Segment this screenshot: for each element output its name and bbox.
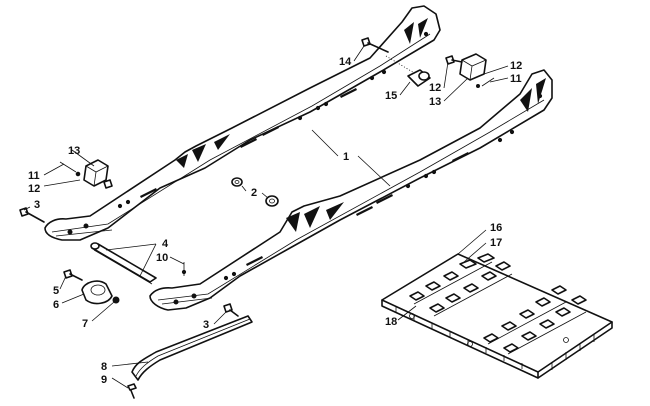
leader-lines (23, 45, 509, 389)
callout-11-left: 11 (28, 170, 40, 182)
callout-4: 4 (162, 238, 169, 250)
callout-9: 9 (101, 374, 107, 386)
callout-13-right: 13 (429, 96, 441, 108)
callout-13-left: 13 (68, 145, 80, 157)
small-bolt (181, 262, 187, 276)
stopper-block-left (59, 159, 113, 189)
bolt (19, 207, 239, 317)
callout-8: 8 (101, 361, 107, 373)
callout-10: 10 (156, 252, 168, 264)
left-slide-rail (44, 5, 441, 241)
callout-11-right: 11 (510, 73, 522, 85)
callout-5: 5 (53, 285, 59, 297)
stopper-block-right (445, 53, 495, 88)
callout-14: 14 (339, 56, 352, 68)
callout-15: 15 (385, 90, 397, 102)
callout-3-right: 3 (203, 319, 209, 331)
bumper-hub (63, 269, 120, 305)
callout-3-left: 3 (34, 199, 40, 211)
callout-6: 6 (53, 299, 59, 311)
callout-16: 16 (490, 222, 502, 234)
spacer-bar (90, 242, 157, 285)
callout-labels: 1 2 3 3 4 5 6 7 8 9 10 11 11 12 12 12 13… (28, 56, 522, 386)
bushing (407, 69, 431, 87)
callout-17: 17 (490, 237, 502, 249)
callout-12-right: 12 (510, 60, 522, 72)
callout-18: 18 (385, 316, 397, 328)
wear-strip (127, 315, 253, 399)
washer (231, 177, 279, 207)
callout-12-center: 12 (429, 82, 441, 94)
track-section (381, 253, 613, 379)
right-slide-rail (149, 69, 553, 311)
callout-2: 2 (251, 187, 257, 199)
callout-7: 7 (82, 318, 88, 330)
callout-1: 1 (343, 151, 349, 163)
long-bolt (361, 37, 389, 53)
callout-12-left: 12 (28, 183, 40, 195)
